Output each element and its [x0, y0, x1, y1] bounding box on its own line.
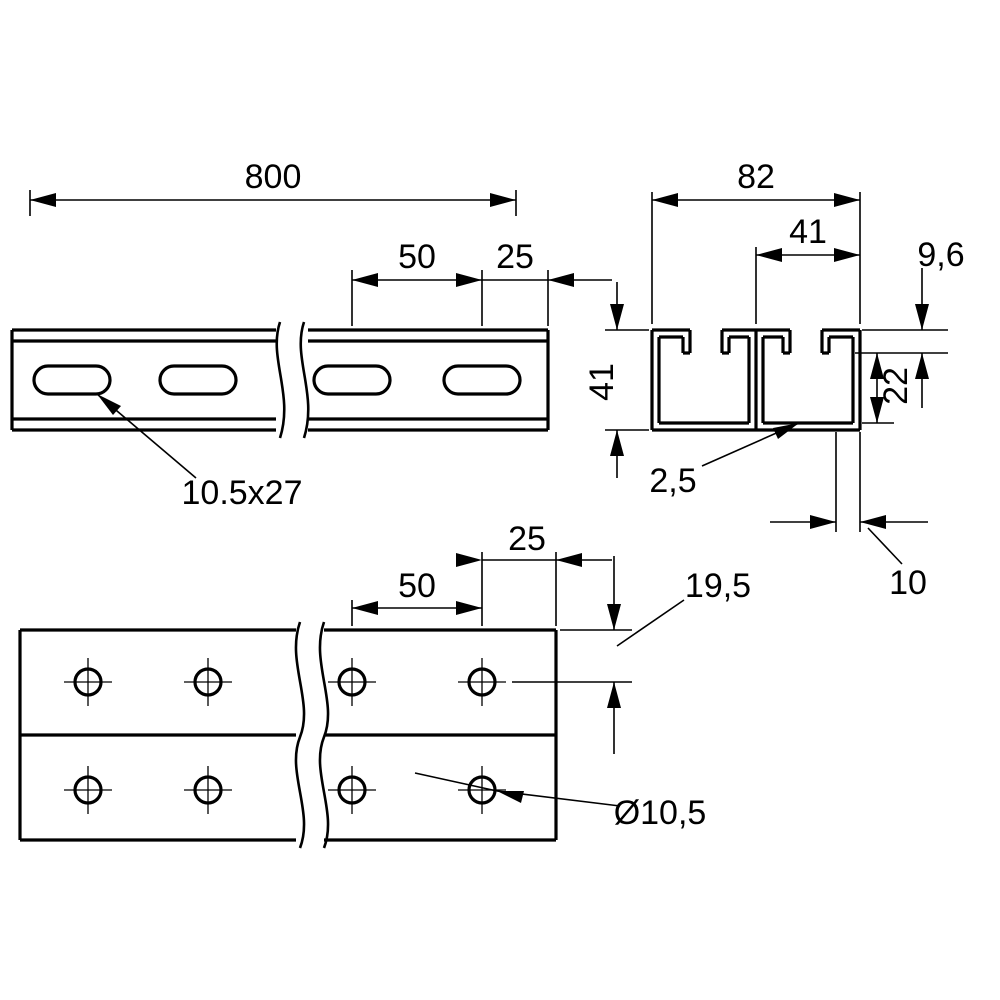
break-line: [318, 621, 330, 849]
dim-22: 22: [862, 353, 915, 424]
dim-lines: [770, 432, 928, 565]
round-hole: [64, 658, 112, 706]
dim-82: 82: [651, 158, 861, 324]
dim-label-25: 25: [496, 238, 534, 276]
dim-label-41-width: 41: [789, 213, 827, 251]
hole-crosshair: [458, 766, 506, 814]
arrowhead: [607, 604, 621, 708]
dim-label-10: 10: [889, 564, 927, 602]
slot-size-label: 10.5x27: [182, 474, 303, 512]
dim-lines: [512, 556, 685, 754]
slot-hole: [32, 364, 112, 396]
dim-41-width: 41: [755, 213, 860, 324]
dim-lines: [605, 282, 649, 478]
arrowhead: [97, 394, 121, 415]
dim-label-41-height: 41: [583, 363, 621, 401]
profile-outline: [650, 328, 862, 432]
arrowhead: [456, 553, 582, 567]
dim-label-50-plan: 50: [398, 567, 436, 605]
hole-crosshair: [328, 658, 376, 706]
arrowhead: [548, 273, 574, 287]
side-view: 800 50 25 10.5x27: [10, 158, 612, 512]
round-hole: [184, 658, 232, 706]
dim-label-19-5: 19,5: [685, 567, 751, 605]
hole-crosshair: [328, 766, 376, 814]
break-line: [299, 321, 310, 439]
dim-label-50: 50: [398, 238, 436, 276]
hole-crosshair: [64, 766, 112, 814]
section-view: 82 41 9,6 22 41 2,5: [583, 158, 965, 602]
arrowhead: [352, 273, 482, 287]
slot-hole: [442, 364, 522, 396]
arrowhead: [870, 353, 884, 423]
arrowhead: [810, 515, 886, 529]
plan-view: 50 25 19,5 Ø10,5: [18, 520, 751, 849]
round-hole: [458, 658, 506, 706]
hole-crosshair: [184, 658, 232, 706]
dim-10: 10: [770, 432, 928, 602]
dim-800: 800: [29, 158, 517, 216]
hole-diameter-label: Ø10,5: [614, 794, 707, 832]
arrowhead: [352, 601, 482, 615]
round-hole: [328, 658, 376, 706]
round-hole: [328, 766, 376, 814]
dim-9-6: 9,6: [855, 236, 965, 408]
hole-crosshair: [184, 766, 232, 814]
arrowhead: [915, 304, 929, 379]
hole-crosshair: [458, 658, 506, 706]
dim-19-5: 19,5: [512, 556, 751, 754]
dim-50-side: 50: [351, 238, 612, 326]
slot-hole: [158, 364, 238, 396]
dim-label-2-5: 2,5: [649, 462, 696, 500]
slot-size-callout: 10.5x27: [96, 393, 303, 512]
break-line: [275, 321, 286, 439]
dim-2-5: 2,5: [649, 422, 800, 500]
dim-41-height: 41: [583, 282, 649, 478]
dim-label-22: 22: [877, 367, 915, 405]
dim-lines: [481, 552, 612, 626]
arrowhead: [773, 423, 799, 439]
dim-label-25-plan: 25: [508, 520, 546, 558]
rail-outline: [10, 328, 550, 432]
round-hole: [64, 766, 112, 814]
arrowhead: [497, 791, 524, 803]
round-hole: [184, 766, 232, 814]
dim-label-800: 800: [245, 158, 302, 196]
dim-25-plan: 25: [456, 520, 612, 626]
break-line: [294, 621, 306, 849]
dim-lines: [855, 268, 948, 408]
dim-lines: [651, 192, 861, 324]
plate-outline: [18, 628, 558, 842]
dim-50-plan: 50: [351, 567, 482, 626]
slot-hole: [312, 364, 392, 396]
dim-label-9-6: 9,6: [917, 236, 964, 274]
dim-25-side: 25: [496, 238, 574, 326]
hole-crosshair: [64, 658, 112, 706]
dim-label-82: 82: [737, 158, 775, 196]
dim-lines: [29, 190, 517, 216]
hole-diameter-callout: Ø10,5: [414, 772, 707, 832]
arrowhead: [756, 248, 860, 262]
